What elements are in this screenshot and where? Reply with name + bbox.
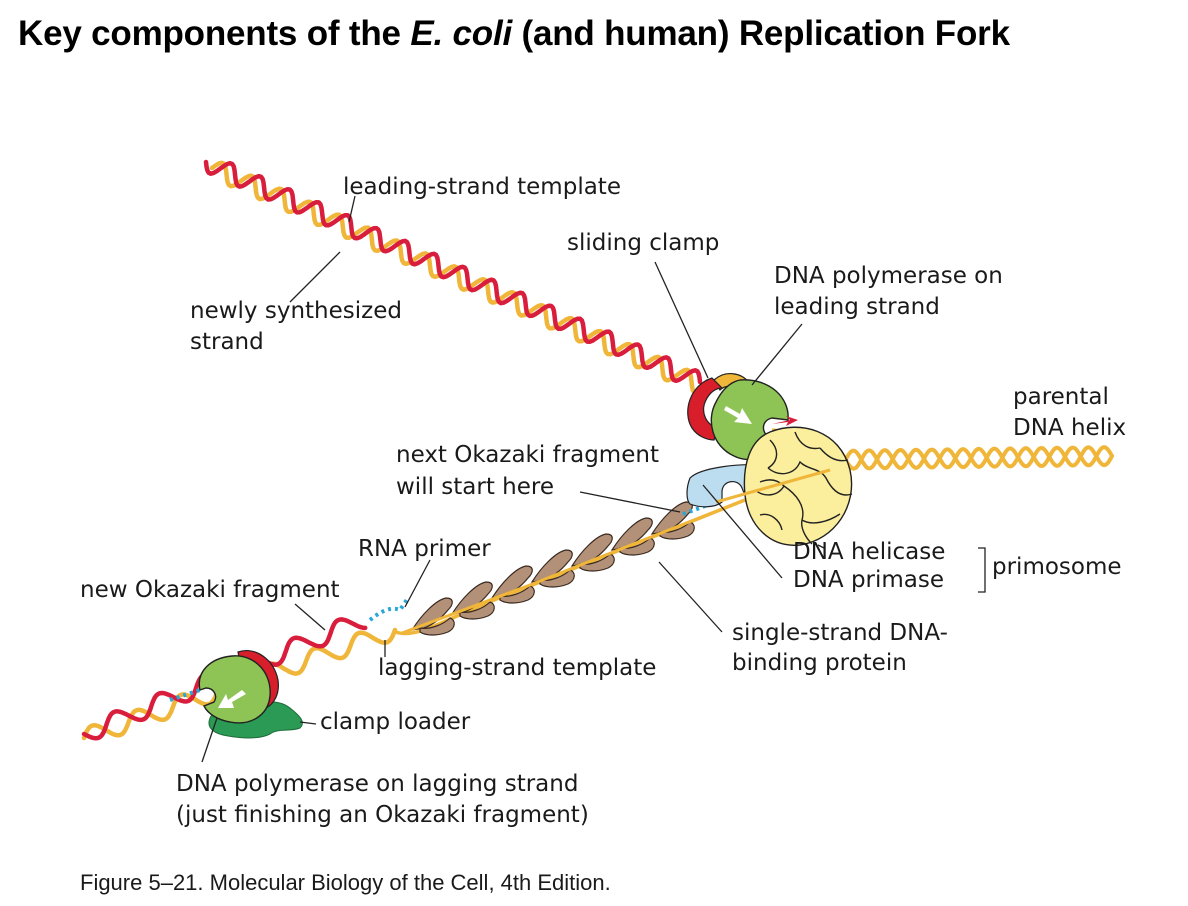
page-title: Key components of the E. coli (and human… — [18, 14, 1010, 54]
ssb-protein — [539, 569, 575, 588]
label-sliding-clamp: sliding clamp — [567, 230, 719, 256]
label-parental-2: DNA helix — [1013, 415, 1126, 441]
ssb-protein — [619, 537, 655, 556]
label-new-okazaki: new Okazaki fragment — [80, 577, 340, 603]
ssb-protein — [659, 521, 695, 540]
rna-primer — [368, 596, 410, 622]
newly-synthesized-strand — [203, 159, 703, 385]
lagging-strand-template-over — [401, 480, 791, 635]
ssb-protein — [579, 553, 615, 572]
leading-strand-growing-tip — [772, 416, 798, 426]
ssb-protein — [459, 601, 495, 620]
template-through-helicase — [715, 468, 831, 504]
label-newly-synthesized: newly synthesized — [190, 298, 402, 324]
label-next-okazaki: next Okazaki fragment — [396, 442, 659, 468]
label-primosome: primosome — [992, 554, 1122, 580]
figure-caption: Figure 5–21. Molecular Biology of the Ce… — [80, 870, 611, 895]
leading-strand-helix — [203, 159, 709, 396]
label-ssb-2: binding protein — [732, 650, 907, 676]
lagging-polymerase-direction-arrow — [218, 690, 246, 708]
label-dna-helicase: DNA helicase — [793, 539, 945, 565]
ssb-protein — [419, 617, 455, 636]
ssb-protein — [499, 585, 535, 604]
leading-strand-template — [209, 160, 709, 396]
label-leading-strand-template: leading-strand template — [343, 174, 621, 200]
label-next-okazaki-2: will start here — [396, 474, 554, 500]
parental-dna-helix — [828, 445, 1114, 471]
label-newly-synthesized-strand: strand — [190, 329, 264, 355]
label-rna-primer: RNA primer — [358, 536, 491, 562]
label-pol-leading: DNA polymerase on — [774, 263, 1003, 289]
dna-helicase — [743, 426, 853, 546]
title-text-end: (and human) Replication Fork — [512, 14, 1011, 53]
label-lagging-template: lagging-strand template — [378, 655, 656, 681]
label-pol-leading-2: leading strand — [774, 294, 940, 320]
title-text: Key components of the — [18, 14, 411, 53]
rna-primer-lagging-end — [169, 688, 201, 702]
lagging-polymerase-complex — [198, 650, 303, 739]
label-ssb: single-strand DNA- — [732, 620, 948, 646]
label-parental: parental — [1013, 384, 1109, 410]
label-pol-lagging-2: (just finishing an Okazaki fragment) — [176, 802, 589, 828]
label-dna-primase: DNA primase — [793, 567, 944, 593]
single-strand-binding-proteins — [410, 501, 695, 636]
ssb-protein — [410, 597, 453, 631]
polymerase-direction-arrow — [724, 406, 752, 424]
label-pol-lagging: DNA polymerase on lagging strand — [176, 771, 578, 797]
lagging-polymerase — [198, 655, 271, 724]
label-clamp-loader: clamp loader — [320, 709, 471, 735]
title-species: E. coli — [410, 14, 512, 53]
leader-lines — [201, 195, 986, 763]
